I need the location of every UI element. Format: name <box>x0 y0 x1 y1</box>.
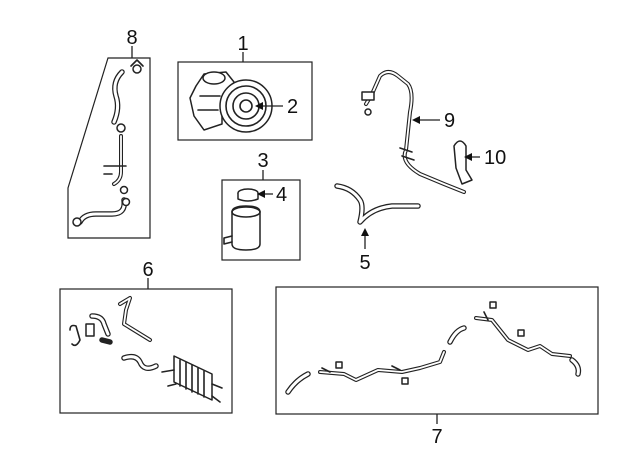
callout-2: 2 <box>287 96 298 118</box>
callout-7: 7 <box>431 426 442 448</box>
group-1-pump-assembly <box>177 52 313 141</box>
callout-2-arrowhead <box>255 102 263 110</box>
callout-9: 9 <box>444 110 455 132</box>
callout-5-arrowhead <box>361 228 369 236</box>
callout-10: 10 <box>484 147 506 169</box>
callout-8: 8 <box>126 27 137 49</box>
group-8-panel <box>67 57 151 239</box>
callout-5: 5 <box>359 252 370 274</box>
callout-4-arrowhead <box>257 190 265 198</box>
part-10-clamp <box>453 140 480 185</box>
callout-3: 3 <box>257 150 268 172</box>
group-8-hose-assembly <box>67 46 151 239</box>
group-6-cooler <box>59 278 233 414</box>
callout-1: 1 <box>237 33 248 55</box>
group-6-box <box>59 288 233 414</box>
group-7-cooler-line <box>275 286 599 424</box>
part-5-return-hose <box>334 183 421 249</box>
group-1-box <box>177 61 313 141</box>
callout-10-arrowhead <box>464 153 472 161</box>
group-3-reservoir <box>221 170 301 261</box>
part-9-pressure-line <box>361 70 466 194</box>
callout-9-arrowhead <box>412 116 420 124</box>
callout-6: 6 <box>142 259 153 281</box>
callout-4: 4 <box>276 184 287 206</box>
group-3-box <box>221 179 301 261</box>
